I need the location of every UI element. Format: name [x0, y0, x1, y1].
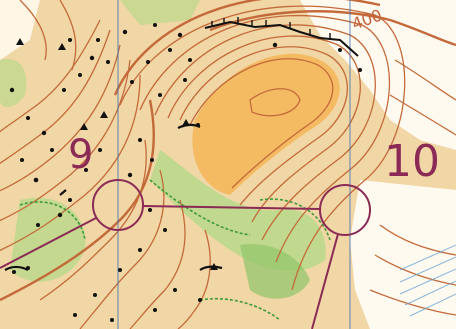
magnetic-north-lines: [117, 0, 351, 329]
index-contours: [0, 0, 456, 302]
course-overprint: [0, 179, 371, 329]
cliff-line: [204, 20, 359, 57]
green-vegetation-3: [240, 244, 310, 299]
cliff-ticks: [211, 17, 331, 39]
forest-white-area-3: [0, 0, 40, 60]
control-circle-9: [92, 179, 144, 231]
green-vegetation: [150, 150, 326, 271]
green-vegetation-5: [120, 0, 200, 25]
green-vegetation-4: [0, 59, 27, 107]
boulders: [9, 23, 362, 322]
control-circle-10: [319, 184, 371, 236]
rough-open-area: [192, 53, 340, 195]
forest-white-area-2: [350, 180, 456, 329]
course-leg-9-to-10: [142, 205, 321, 210]
course-leg-from-previous: [0, 217, 97, 269]
forest-white-area: [300, 0, 456, 150]
control-number-9: 9: [68, 132, 93, 178]
control-number-10: 10: [384, 136, 440, 187]
marsh-hatching: [399, 244, 456, 317]
small-cliffs: [4, 123, 223, 271]
course-leg-to-next: [311, 233, 339, 329]
vegetation-boundaries: [19, 179, 331, 321]
green-vegetation-2: [10, 197, 86, 282]
